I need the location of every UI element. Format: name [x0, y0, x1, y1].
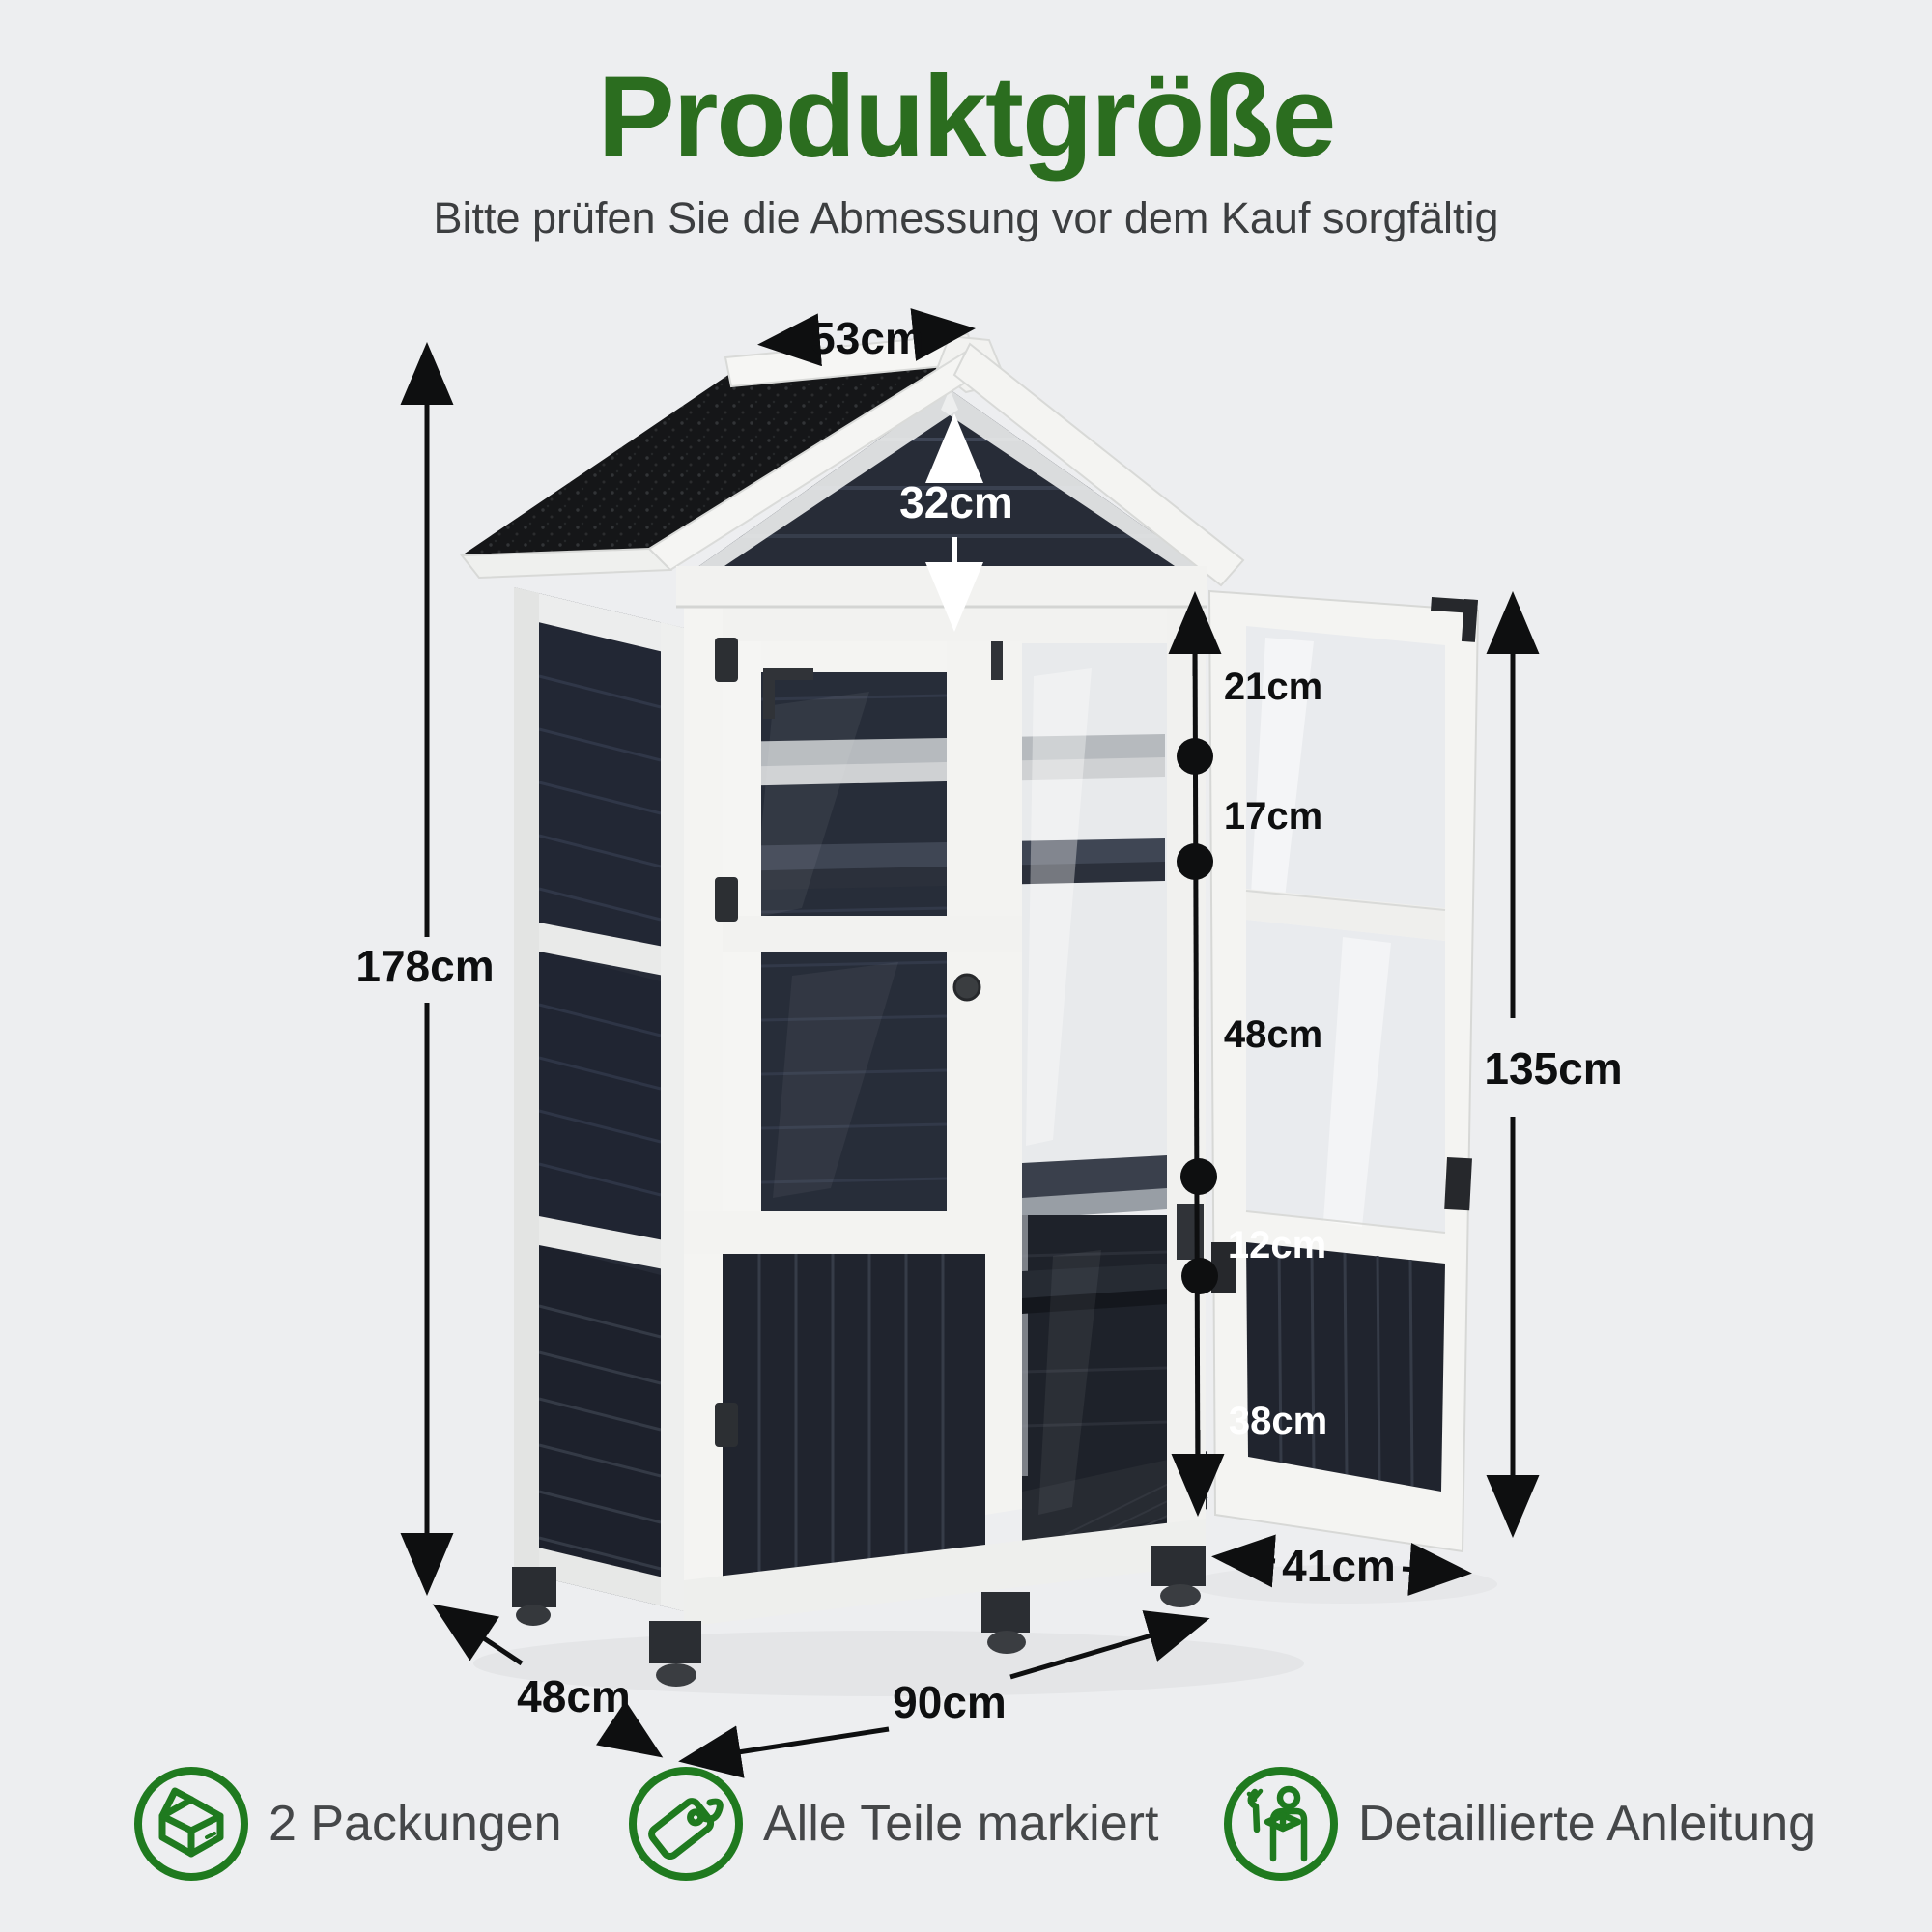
dim-inner-chain: 21cm 17cm 48cm 12cm 38cm	[1168, 591, 1327, 1517]
open-door	[1208, 589, 1480, 1553]
dim-shelf-spacing-label: 17cm	[1224, 795, 1322, 838]
door-pane-lower	[1246, 920, 1445, 1233]
dim-door-height: 135cm	[1484, 591, 1623, 1538]
page-subtitle: Bitte prüfen Sie die Abmessung vor dem K…	[433, 193, 1499, 242]
dim-middle-clearance-label: 48cm	[1224, 1013, 1322, 1056]
feature-label: Detaillierte Anleitung	[1358, 1796, 1817, 1852]
left-eave-board	[460, 547, 673, 580]
dim-width-label: 90cm	[893, 1677, 1007, 1727]
roof	[460, 332, 1245, 609]
right-fascia	[952, 342, 1245, 587]
dim-bottom-clearance-label: 38cm	[1229, 1400, 1327, 1442]
feature-instructions: Detaillierte Anleitung	[1221, 1764, 1816, 1884]
dim-depth-label: 48cm	[517, 1671, 631, 1721]
dim-total-height: 178cm	[355, 342, 495, 1596]
shelf-top	[724, 734, 1165, 786]
dim-door-height-label: 135cm	[1484, 1043, 1622, 1094]
manual-icon	[1224, 1767, 1338, 1881]
dim-gable-height-label: 32cm	[899, 477, 1013, 527]
cabinet-front	[649, 605, 1208, 1687]
dim-depth: 48cm	[432, 1604, 664, 1758]
tag-icon	[629, 1767, 743, 1881]
cabinet-feet	[649, 1546, 1206, 1687]
lower-cabinet-door	[723, 1254, 985, 1605]
shelf-counter	[1022, 1155, 1167, 1219]
door-knob	[952, 973, 981, 1002]
cabinet-left-wall	[512, 587, 684, 1626]
dim-gable-height: 32cm	[899, 413, 1013, 632]
front-top-beam	[676, 566, 1208, 607]
door-brackets	[1211, 597, 1478, 1293]
feature-label: Alle Teile markiert	[763, 1796, 1159, 1852]
dim-width: 90cm	[678, 1610, 1210, 1778]
header: Produktgröße Bitte prüfen Sie die Abmess…	[0, 56, 1932, 243]
feature-parts-marked: Alle Teile markiert	[626, 1764, 1158, 1884]
shelf-marker-dot	[1177, 738, 1213, 775]
feature-label: 2 Packungen	[269, 1796, 562, 1852]
hinge-icons	[715, 638, 738, 1447]
dimension-annotations: 178cm 53cm 32cm	[355, 308, 1623, 1778]
shelf-marker-dot	[1180, 1158, 1217, 1195]
shelf-second	[724, 838, 1165, 891]
feature-packages: 2 Packungen	[131, 1764, 562, 1884]
dim-door-width-label: 41cm	[1282, 1541, 1396, 1591]
dim-total-height-label: 178cm	[355, 941, 494, 991]
dim-top-clearance-label: 21cm	[1224, 666, 1322, 708]
dim-door-width: 41cm	[1211, 1534, 1472, 1596]
dim-counter-clearance-label: 12cm	[1228, 1224, 1326, 1266]
shelf-marker-dot	[1177, 843, 1213, 880]
dim-roof-width: 53cm	[757, 308, 976, 367]
page-title: Produktgröße	[597, 52, 1337, 182]
dim-roof-width-label: 53cm	[810, 313, 924, 363]
shelf-marker-dot	[1181, 1258, 1218, 1294]
package-icon	[134, 1767, 248, 1881]
shelf-lower-half	[1022, 1264, 1167, 1314]
